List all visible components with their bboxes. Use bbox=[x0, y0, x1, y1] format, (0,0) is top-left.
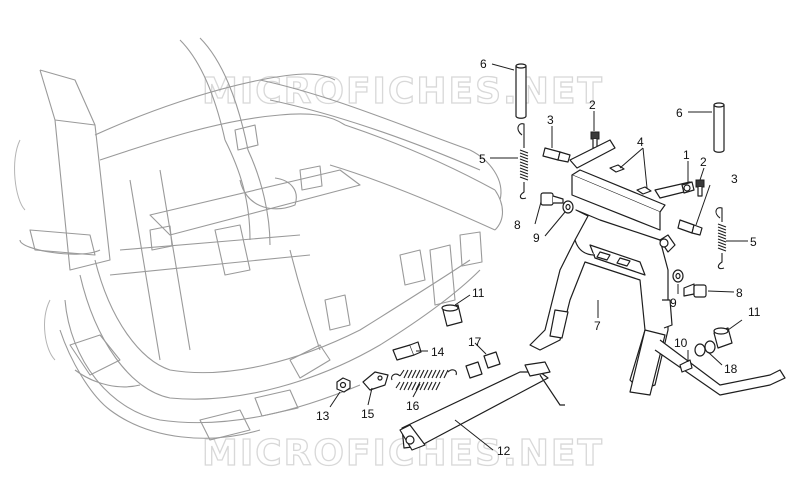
callout-11-left: 11 bbox=[472, 286, 485, 300]
callout-labels: 6 6 5 5 3 3 2 2 1 4 8 8 9 9 7 11 11 10 1… bbox=[316, 57, 761, 458]
part-3-bolt-right bbox=[677, 219, 703, 236]
part-5-spring-right bbox=[715, 207, 727, 270]
part-13-nut bbox=[336, 377, 351, 393]
part-2-screw-left bbox=[590, 131, 600, 149]
part-6-tube-right bbox=[713, 102, 725, 153]
part-8-bolt-right bbox=[683, 283, 707, 298]
callout-1: 1 bbox=[683, 148, 690, 162]
watermark-top: MICROFICHES.NET bbox=[202, 71, 604, 112]
callout-8-left: 8 bbox=[514, 218, 521, 232]
callout-17: 17 bbox=[468, 335, 482, 349]
callout-3-left: 3 bbox=[547, 113, 554, 127]
callout-4: 4 bbox=[637, 135, 644, 149]
part-4-bracket bbox=[569, 139, 693, 231]
part-10-pin bbox=[679, 359, 693, 373]
callout-14: 14 bbox=[431, 345, 445, 359]
part-6-tube-left bbox=[515, 63, 527, 119]
part-7-center-stand bbox=[529, 209, 786, 396]
callout-5-left: 5 bbox=[479, 152, 486, 166]
callout-2-left: 2 bbox=[589, 98, 596, 112]
callout-9-left: 9 bbox=[533, 231, 540, 245]
part-9-washer-left bbox=[562, 200, 574, 214]
callout-10: 10 bbox=[674, 336, 688, 350]
part-18-washer bbox=[694, 340, 716, 357]
scooter-frame bbox=[14, 37, 504, 441]
callout-3-right: 3 bbox=[731, 172, 738, 186]
callout-2-right: 2 bbox=[700, 155, 707, 169]
part-1-pin bbox=[681, 181, 695, 194]
callout-9-right: 9 bbox=[670, 296, 677, 310]
part-5-spring-left bbox=[517, 123, 529, 200]
part-11-rubber-right bbox=[713, 327, 733, 349]
callout-7: 7 bbox=[594, 319, 601, 333]
callout-18: 18 bbox=[724, 362, 738, 376]
callout-12: 12 bbox=[497, 444, 511, 458]
callout-13: 13 bbox=[316, 409, 330, 423]
part-17-sleeve bbox=[465, 351, 501, 379]
part-15-plate bbox=[362, 371, 389, 391]
callout-11-right: 11 bbox=[748, 305, 761, 319]
callout-6-right: 6 bbox=[676, 106, 683, 120]
part-16-spring bbox=[391, 369, 457, 391]
callout-15: 15 bbox=[361, 407, 375, 421]
watermark-bottom: MICROFICHES.NET bbox=[202, 433, 604, 474]
leader-lines bbox=[329, 63, 748, 451]
callout-5-right: 5 bbox=[750, 235, 757, 249]
part-11-rubber-left bbox=[441, 304, 463, 327]
part-3-bolt-left bbox=[542, 147, 571, 163]
part-8-bolt-left bbox=[540, 192, 564, 206]
part-2-screw-right bbox=[695, 179, 705, 197]
callout-6-left: 6 bbox=[480, 57, 487, 71]
part-9-washer-right bbox=[672, 269, 684, 283]
callout-8-right: 8 bbox=[736, 286, 743, 300]
callout-16: 16 bbox=[406, 399, 420, 413]
part-14-pivot-pin bbox=[392, 341, 422, 361]
part-12-side-stand bbox=[399, 361, 565, 451]
